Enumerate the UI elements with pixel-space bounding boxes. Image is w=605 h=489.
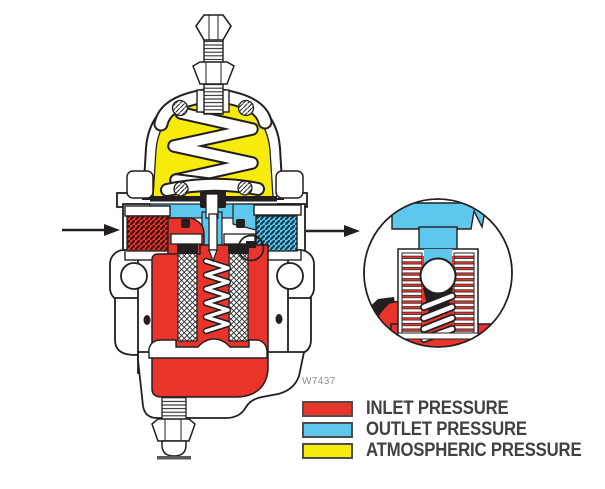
outlet-flow-arrow bbox=[306, 225, 360, 237]
upper-seat-section bbox=[237, 99, 255, 117]
locknut bbox=[192, 61, 235, 85]
stem-seal bbox=[236, 219, 245, 228]
valve-spring bbox=[202, 257, 232, 335]
plug-hex-nut bbox=[151, 418, 196, 442]
legend-item-atmospheric: ATMOSPHERIC PRESSURE bbox=[302, 440, 605, 461]
body-side-details bbox=[120, 262, 304, 325]
left-lug-hole bbox=[120, 262, 148, 290]
legend-label-outlet: OUTLET PRESSURE bbox=[366, 419, 527, 440]
adjusting-screw bbox=[192, 14, 235, 115]
valve-cage-wall bbox=[228, 251, 249, 342]
legend-label-atmospheric: ATMOSPHERIC PRESSURE bbox=[366, 440, 582, 461]
detail-location-marker bbox=[237, 234, 265, 262]
valve-seat bbox=[246, 241, 256, 248]
detail-valve-spring bbox=[420, 292, 456, 343]
valve-stem bbox=[208, 213, 218, 251]
legend-label-inlet: INLET PRESSURE bbox=[366, 398, 509, 419]
detail-cage-wall bbox=[401, 252, 423, 336]
valve-cage-wall bbox=[177, 251, 198, 342]
legend-item-outlet: OUTLET PRESSURE bbox=[302, 419, 605, 440]
outlet-color-swatch bbox=[302, 422, 353, 438]
right-lug-hole bbox=[276, 262, 304, 290]
right-oring bbox=[275, 314, 283, 324]
valve-ball bbox=[419, 257, 457, 295]
plug-washer bbox=[157, 456, 191, 460]
right-flange-bolt bbox=[275, 170, 304, 199]
cage-base bbox=[148, 338, 268, 359]
left-oring bbox=[143, 315, 151, 325]
plug-cap bbox=[161, 440, 187, 457]
inlet-port-threads bbox=[126, 215, 170, 252]
left-flange-bolt bbox=[126, 170, 154, 199]
valve-cartridge bbox=[148, 191, 269, 398]
stem-seal bbox=[181, 219, 190, 228]
lower-seat-section bbox=[173, 181, 189, 197]
detail-cage-wall bbox=[453, 252, 475, 336]
bottom-plug bbox=[151, 396, 196, 460]
pressure-legend: INLET PRESSURE OUTLET PRESSURE ATMOSPHER… bbox=[302, 398, 605, 464]
legend-item-inlet: INLET PRESSURE bbox=[302, 398, 605, 419]
upper-seat-section bbox=[171, 99, 189, 117]
cage-seal bbox=[177, 243, 198, 254]
valve-seat-detail-callout bbox=[363, 198, 513, 348]
atmospheric-color-swatch bbox=[302, 443, 353, 459]
closing-cap bbox=[195, 14, 232, 41]
detail-cage-bottom bbox=[397, 332, 479, 340]
inlet-flow-arrow bbox=[62, 224, 120, 236]
inlet-color-swatch bbox=[302, 401, 353, 417]
lower-seat-section bbox=[237, 180, 253, 196]
figure-code: W7437 bbox=[302, 376, 336, 387]
